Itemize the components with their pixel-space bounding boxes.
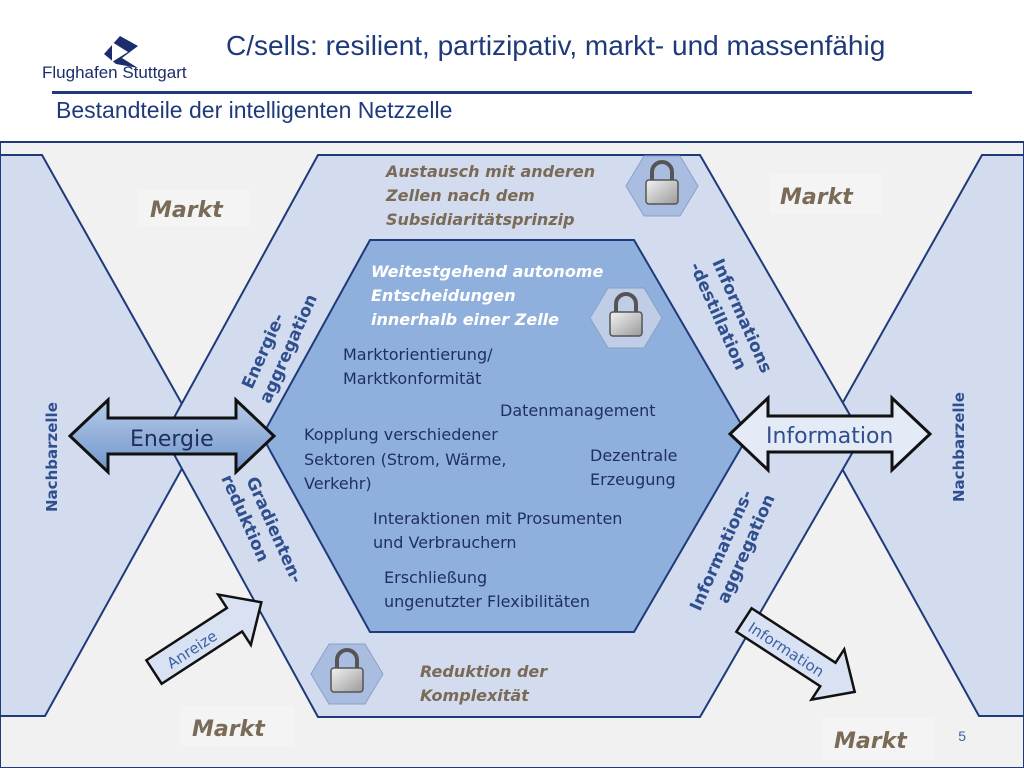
incentives-arrow: Anreize bbox=[144, 592, 263, 686]
page-title: C/sells: resilient, partizipativ, markt-… bbox=[226, 30, 886, 61]
interaction-text-line1: Interaktionen mit Prosumenten bbox=[373, 509, 622, 528]
complexity-text-line1: Reduktion der bbox=[420, 662, 548, 681]
logo bbox=[42, 34, 192, 84]
logo-text: Flughafen Stuttgart bbox=[42, 63, 187, 82]
energy-arrow-label: Energie bbox=[130, 427, 214, 452]
lock-icon-top bbox=[625, 155, 699, 217]
neighbor-label-right: Nachbarzelle bbox=[950, 392, 968, 502]
lock-icon-center bbox=[589, 287, 663, 349]
market-box-bottom-right bbox=[822, 718, 934, 760]
coupling-text-line1: Kopplung verschiedener bbox=[304, 425, 498, 444]
airport-logo-icon bbox=[104, 36, 138, 68]
market-label-bottom-left: Markt bbox=[192, 717, 266, 742]
page-number: 5 bbox=[958, 728, 966, 744]
exchange-text-line3: Subsidiaritätsprinzip bbox=[386, 210, 575, 229]
decentral-text-line2: Erzeugung bbox=[590, 470, 676, 489]
information-arrow-label: Information bbox=[766, 424, 893, 449]
market-box-bottom-left bbox=[180, 706, 294, 746]
flexibility-text-line1: Erschließung bbox=[384, 568, 487, 587]
lock-icon-bottom bbox=[310, 643, 384, 705]
coupling-text-line2: Sektoren (Strom, Wärme, bbox=[304, 450, 506, 469]
exchange-text-line1: Austausch mit anderen bbox=[384, 162, 595, 181]
flexibility-text-line2: ungenutzter Flexibilitäten bbox=[384, 592, 590, 611]
market-box-top-left bbox=[138, 190, 250, 226]
market-label-top-right: Markt bbox=[780, 185, 854, 210]
data-management-text: Datenmanagement bbox=[500, 401, 656, 420]
information-double-arrow bbox=[727, 394, 933, 474]
complexity-text-line2: Komplexität bbox=[420, 686, 530, 705]
interaction-text-line2: und Verbrauchern bbox=[373, 533, 517, 552]
market-label-bottom-right: Markt bbox=[834, 729, 908, 754]
market-orientation-line1: Marktorientierung/ bbox=[343, 345, 493, 364]
autonomy-text-line1: Weitestgehend autonome bbox=[371, 262, 603, 281]
autonomy-text-line2: Entscheidungen bbox=[371, 286, 516, 305]
autonomy-text-line3: innerhalb einer Zelle bbox=[371, 310, 559, 329]
decentral-text-line1: Dezentrale bbox=[590, 446, 678, 465]
netzzelle-diagram: Markt Markt Markt Markt Nachbarzelle Nac… bbox=[0, 141, 1024, 768]
exchange-text-line2: Zellen nach dem bbox=[385, 186, 535, 205]
title-divider bbox=[52, 91, 972, 94]
coupling-text-line3: Verkehr) bbox=[304, 474, 372, 493]
neighbor-label-left: Nachbarzelle bbox=[43, 402, 61, 512]
energy-double-arrow bbox=[67, 396, 277, 476]
market-label-top-left: Markt bbox=[150, 198, 224, 223]
page-subtitle: Bestandteile der intelligenten Netzzelle bbox=[56, 97, 453, 123]
market-box-top-right bbox=[770, 174, 882, 214]
market-orientation-line2: Marktkonformität bbox=[343, 369, 481, 388]
